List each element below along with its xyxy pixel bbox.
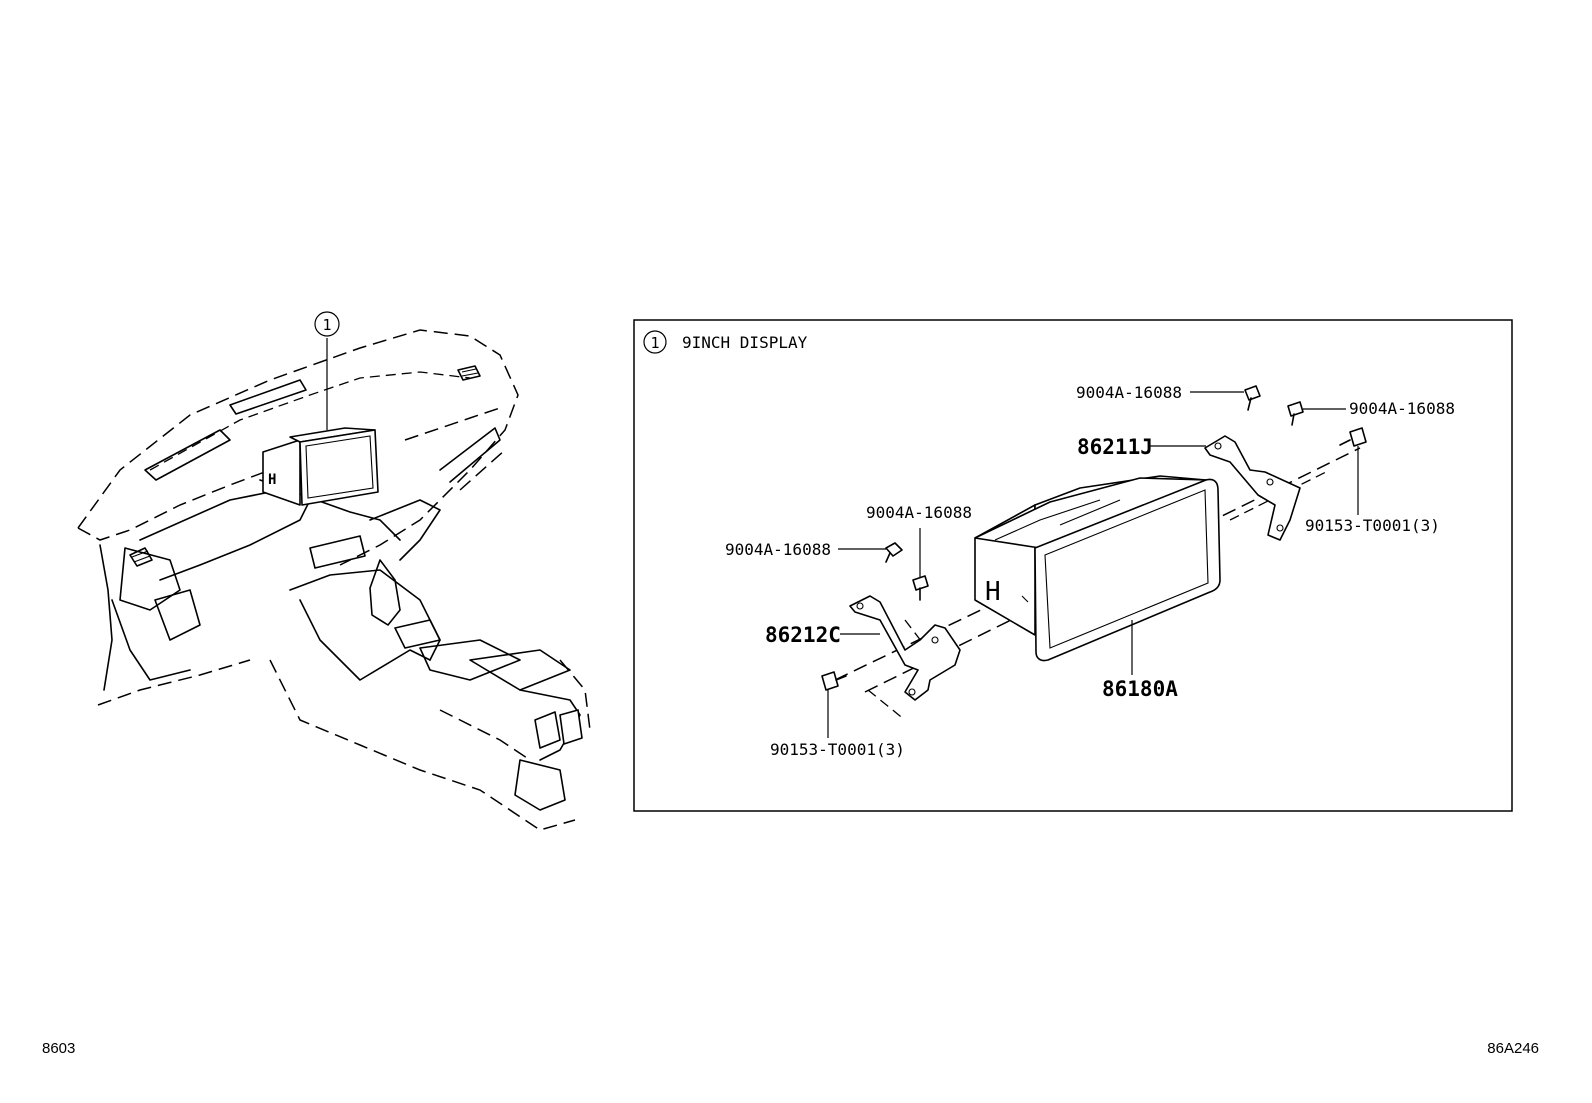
label-screw-r[interactable]: 90153-T0001(3) xyxy=(1305,516,1440,535)
bracket-86211J[interactable] xyxy=(1204,435,1301,541)
detail-frame xyxy=(633,319,1513,812)
display-unit-86180A[interactable]: H xyxy=(974,475,1221,662)
bolt-tl-1-icon[interactable] xyxy=(885,542,903,563)
detail-callout-number: 1 xyxy=(650,334,659,352)
dashboard-overview-illustration: H xyxy=(77,329,591,831)
screw-l-icon[interactable] xyxy=(821,671,847,691)
bolt-tr-1-icon[interactable] xyxy=(1244,385,1261,411)
label-86211J[interactable]: 86211J xyxy=(1077,435,1153,459)
bolt-tr-2-icon[interactable] xyxy=(1287,401,1304,426)
label-bolt-tl-2[interactable]: 9004A-16088 xyxy=(866,503,972,522)
overview-callout-number: 1 xyxy=(322,316,331,334)
overview-callout[interactable]: 1 xyxy=(314,311,340,337)
svg-text:H: H xyxy=(985,577,1001,607)
label-screw-l[interactable]: 90153-T0001(3) xyxy=(770,740,905,759)
page-code-right: 86A246 xyxy=(1487,1040,1539,1057)
bracket-86212C[interactable] xyxy=(849,595,961,701)
label-86180A[interactable]: 86180A xyxy=(1102,677,1178,701)
bolt-tl-2-icon[interactable] xyxy=(912,575,929,601)
svg-text:H: H xyxy=(268,472,276,488)
detail-title: 9INCH DISPLAY xyxy=(682,333,808,352)
label-86212C[interactable]: 86212C xyxy=(765,623,841,647)
leader-lines xyxy=(827,391,1359,738)
page-code-left: 8603 xyxy=(42,1040,75,1057)
label-bolt-tr-2[interactable]: 9004A-16088 xyxy=(1349,399,1455,418)
label-bolt-tr-1[interactable]: 9004A-16088 xyxy=(1076,383,1182,402)
screw-r-icon[interactable] xyxy=(1339,427,1367,447)
detail-header: 1 9INCH DISPLAY xyxy=(643,330,808,354)
label-bolt-tl-1[interactable]: 9004A-16088 xyxy=(725,540,831,559)
